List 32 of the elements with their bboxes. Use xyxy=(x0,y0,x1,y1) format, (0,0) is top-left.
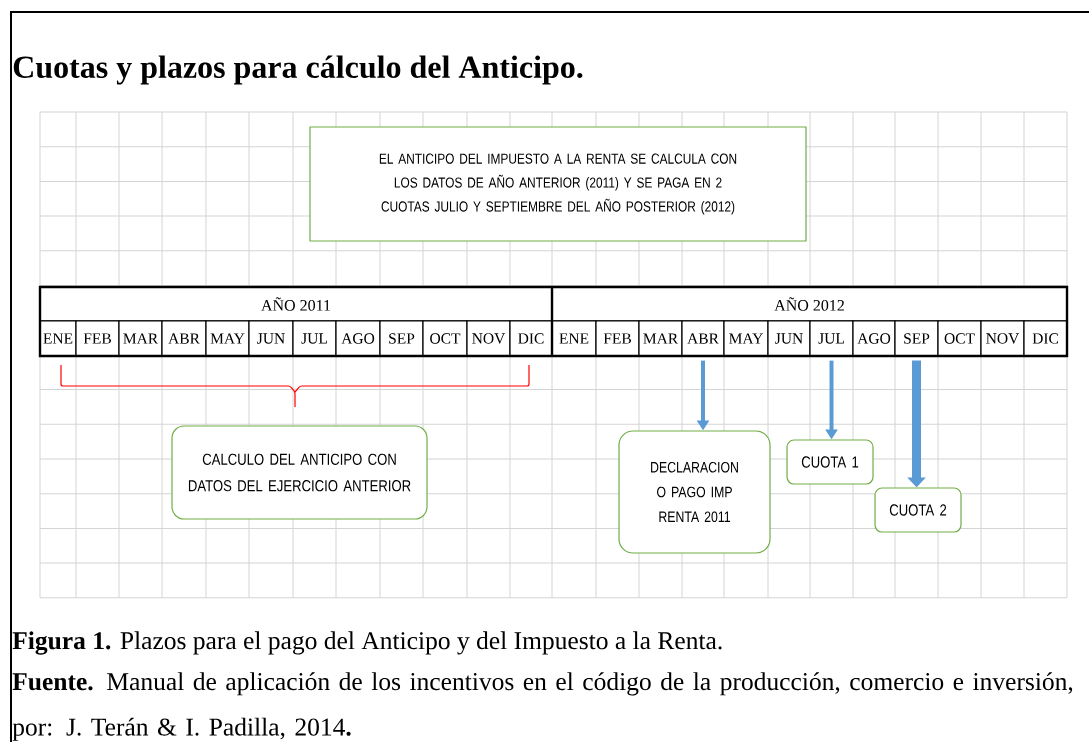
table-cell: MAR xyxy=(638,320,683,357)
caption: Figura 1. Plazos para el pago del Anticipo y del Impuesto a la Renta. xyxy=(12,631,722,655)
table-cell: JUL xyxy=(292,320,337,357)
title: Cuotas y plazos para cálculo del Anticipo. xyxy=(13,55,583,85)
table-cell: ENE xyxy=(39,320,77,357)
table-cell: SEP xyxy=(894,320,939,357)
table-cell: FEB xyxy=(595,320,640,357)
table-cell: AGO xyxy=(852,320,896,357)
table-cell: MAR xyxy=(118,320,163,357)
table-cell: ENE xyxy=(551,320,597,357)
table-cell: SEP xyxy=(379,320,424,357)
rounded-box: CUOTA 1 xyxy=(786,439,874,485)
table-cell: FEB xyxy=(75,320,120,357)
table-cell: JUN xyxy=(767,320,811,357)
table-cell: OCT xyxy=(422,320,468,357)
table-cell: MAY xyxy=(205,320,250,357)
source-note: Fuente. Manual de aplicación de los incentivos en el código de la producción, comercio e inversión, por: J. Terán & I. Padilla, 2014. xyxy=(12,672,1073,741)
table-cell: JUL xyxy=(809,320,854,357)
rounded-box: CUOTA 2 xyxy=(874,487,962,533)
rounded-box: CALCULO DEL ANTICIPO CON DATOS DEL EJERCICIO ANTERIOR xyxy=(171,425,428,520)
table-cell: JUN xyxy=(248,320,294,357)
table-cell: NOV xyxy=(466,320,511,357)
table-cell: DIC xyxy=(1023,320,1068,357)
table-cell: AGO xyxy=(335,320,381,357)
note-box: EL ANTICIPO DEL IMPUESTO A LA RENTA SE CALCULA CON LOS DATOS DE AÑO ANTERIOR (2011) Y SE PAGA EN 2 CUOTAS JULIO Y SEPTIEMBRE DEL AÑO POSTERIOR (2012) xyxy=(309,126,807,242)
rounded-box: DECLARACION O PAGO IMP RENTA 2011 xyxy=(618,430,771,554)
table-cell: MAY xyxy=(723,320,769,357)
table-cell: DIC xyxy=(509,320,553,357)
table-cell: ABR xyxy=(681,320,725,357)
table-cell: OCT xyxy=(937,320,982,357)
table-cell: ABR xyxy=(161,320,207,357)
table-cell: NOV xyxy=(980,320,1025,357)
